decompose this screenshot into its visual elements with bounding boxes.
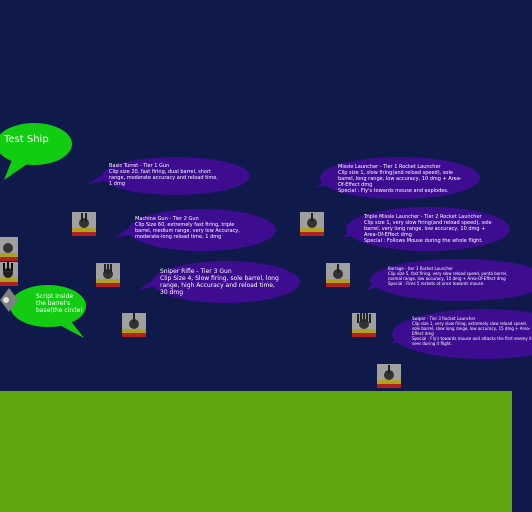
ground bbox=[0, 391, 512, 512]
triple-missile-launcher-sprite bbox=[326, 263, 350, 287]
sniper-rifle-sprite bbox=[122, 313, 146, 337]
launcher-bubble-1 bbox=[316, 157, 480, 199]
launcher-label-4: Swiper - Tier 3 Rocket Launcher Clip siz… bbox=[412, 316, 532, 346]
gun-label-2: Machine Gun - Tier 2 Gun Clip Size 60, e… bbox=[135, 216, 240, 240]
script-note-bubble bbox=[10, 285, 86, 338]
barrage-sprite bbox=[352, 313, 376, 337]
swiper-sprite bbox=[377, 364, 401, 388]
gun-bubble-2 bbox=[114, 209, 276, 251]
launcher-bubble-3 bbox=[366, 259, 532, 301]
test-ship-sprite-2 bbox=[0, 262, 18, 286]
gun-label-1: Basic Turret - Tier 1 Gun Clip size 20, … bbox=[109, 163, 218, 187]
launcher-label-2: Triple Missle Launcher - Tier 2 Rocket L… bbox=[364, 214, 492, 244]
basic-turret-sprite bbox=[72, 212, 96, 236]
launcher-label-3: Barrage - tier 3 Rocket Launcher Clip si… bbox=[388, 266, 508, 286]
launcher-label-1: Missle Launcher - Tier 1 Rocket Launcher… bbox=[338, 164, 462, 194]
script-note-label: Script inside the barrel's base(the circ… bbox=[36, 293, 83, 314]
gun-label-3: Sniper Rifle - Tier 3 Gun Clip Size 4, S… bbox=[160, 268, 279, 296]
test-ship-bubble bbox=[0, 123, 72, 180]
gun-bubble-3 bbox=[138, 261, 300, 303]
test-ship-sprite-3 bbox=[0, 288, 18, 312]
launcher-bubble-2 bbox=[342, 207, 510, 251]
test-ship-label: Test Ship bbox=[4, 134, 49, 145]
game-scene: Test Ship Script inside the barrel's bas… bbox=[0, 123, 532, 512]
gun-bubble-1 bbox=[88, 157, 250, 195]
missile-launcher-sprite bbox=[300, 212, 324, 236]
launcher-bubble-4 bbox=[390, 309, 532, 359]
machine-gun-sprite bbox=[96, 263, 120, 287]
test-ship-sprite-1 bbox=[0, 237, 18, 261]
